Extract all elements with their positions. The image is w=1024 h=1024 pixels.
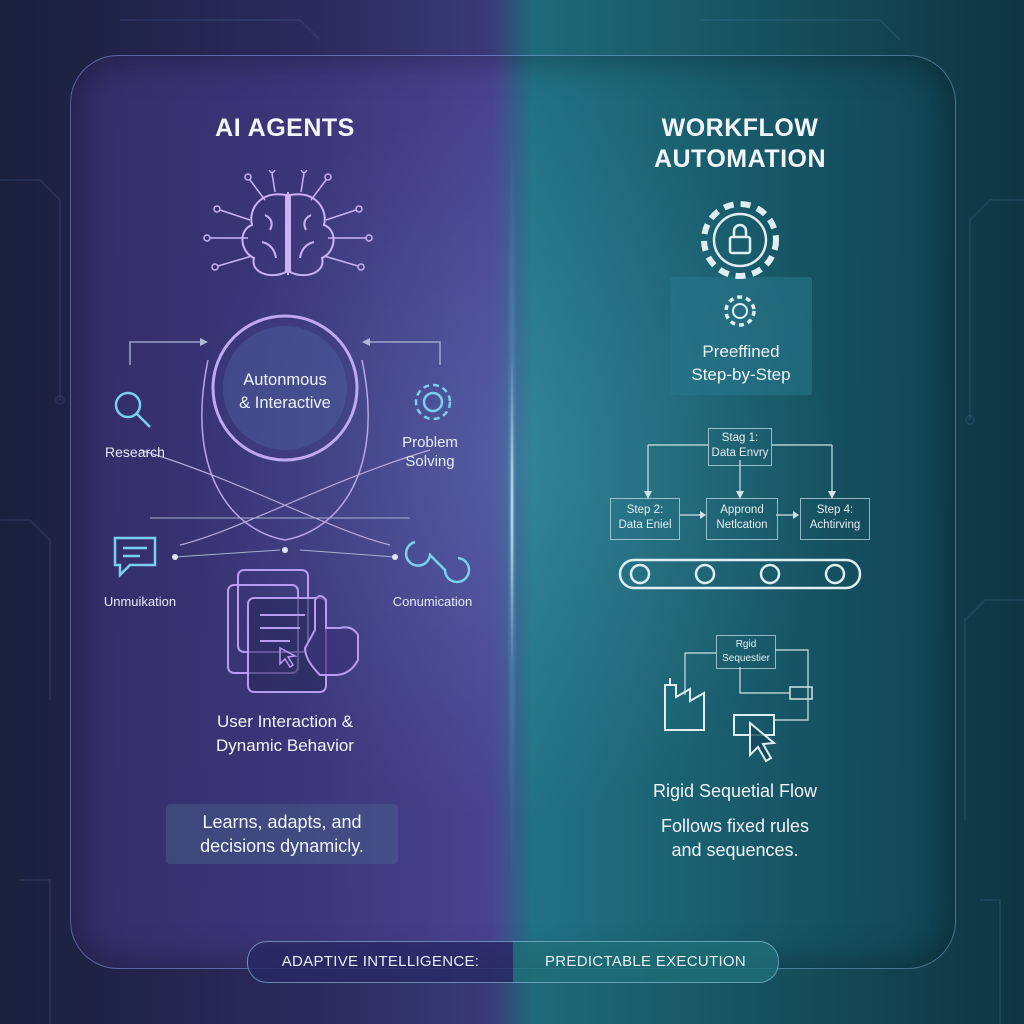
center-label: Autonmous & Interactive — [239, 371, 331, 412]
rules-text: Follows fixed rules and sequences. — [660, 816, 810, 860]
gear-icon — [414, 383, 452, 421]
step-4-box: Step 4: Achtirving — [800, 498, 870, 540]
center-divider — [506, 60, 518, 960]
factory-icon — [664, 678, 705, 731]
step-3-box: Apprond Netlcation — [706, 498, 778, 540]
step-1-box: Stag 1: Data Envry — [708, 428, 772, 466]
brain-icon — [203, 170, 373, 277]
chat-icon — [113, 536, 157, 579]
interaction-label: User Interaction & Dynamic Behavior — [216, 712, 354, 755]
small-gear-icon — [724, 295, 756, 327]
learn-text: Learns, adapts, and decisions dynamicly. — [200, 812, 364, 856]
touch-devices-icon — [227, 569, 359, 693]
predefined-label: Preeffined Step-by-Step — [691, 342, 791, 384]
rigid-flow-label: Rigid Sequetial Flow — [652, 781, 818, 801]
wrench-icon — [404, 540, 471, 584]
footer-pill: ADAPTIVE INTELLIGENCE: PREDICTABLE EXECU… — [247, 941, 779, 983]
step-2-box: Step 2: Data Eniel — [610, 498, 680, 540]
cursor-icon — [733, 714, 777, 763]
center-ring — [211, 314, 359, 462]
ai-agents-title: AI AGENTS — [215, 114, 355, 142]
footer-left-label: ADAPTIVE INTELLIGENCE: — [281, 953, 480, 970]
gear-lock-icon — [701, 201, 779, 279]
learn-box — [166, 804, 398, 864]
workflow-diagram — [618, 201, 862, 763]
footer-right-label: PREDICTABLE EXECUTION — [544, 953, 747, 970]
workflow-automation-title: WORKFLOW AUTOMATION — [653, 114, 827, 173]
node-communication-right-label: Conumication — [392, 594, 473, 609]
rigid-sequence-box: Rgid Sequestier — [716, 635, 776, 669]
ai-agents-diagram — [113, 170, 471, 693]
node-research-label: Research — [105, 444, 165, 460]
node-communication-left-label: Unmuikation — [103, 594, 177, 609]
search-icon — [114, 391, 151, 428]
conveyor-belt-icon — [618, 558, 862, 590]
node-problem-solving-label: Problem Solving — [402, 434, 458, 470]
